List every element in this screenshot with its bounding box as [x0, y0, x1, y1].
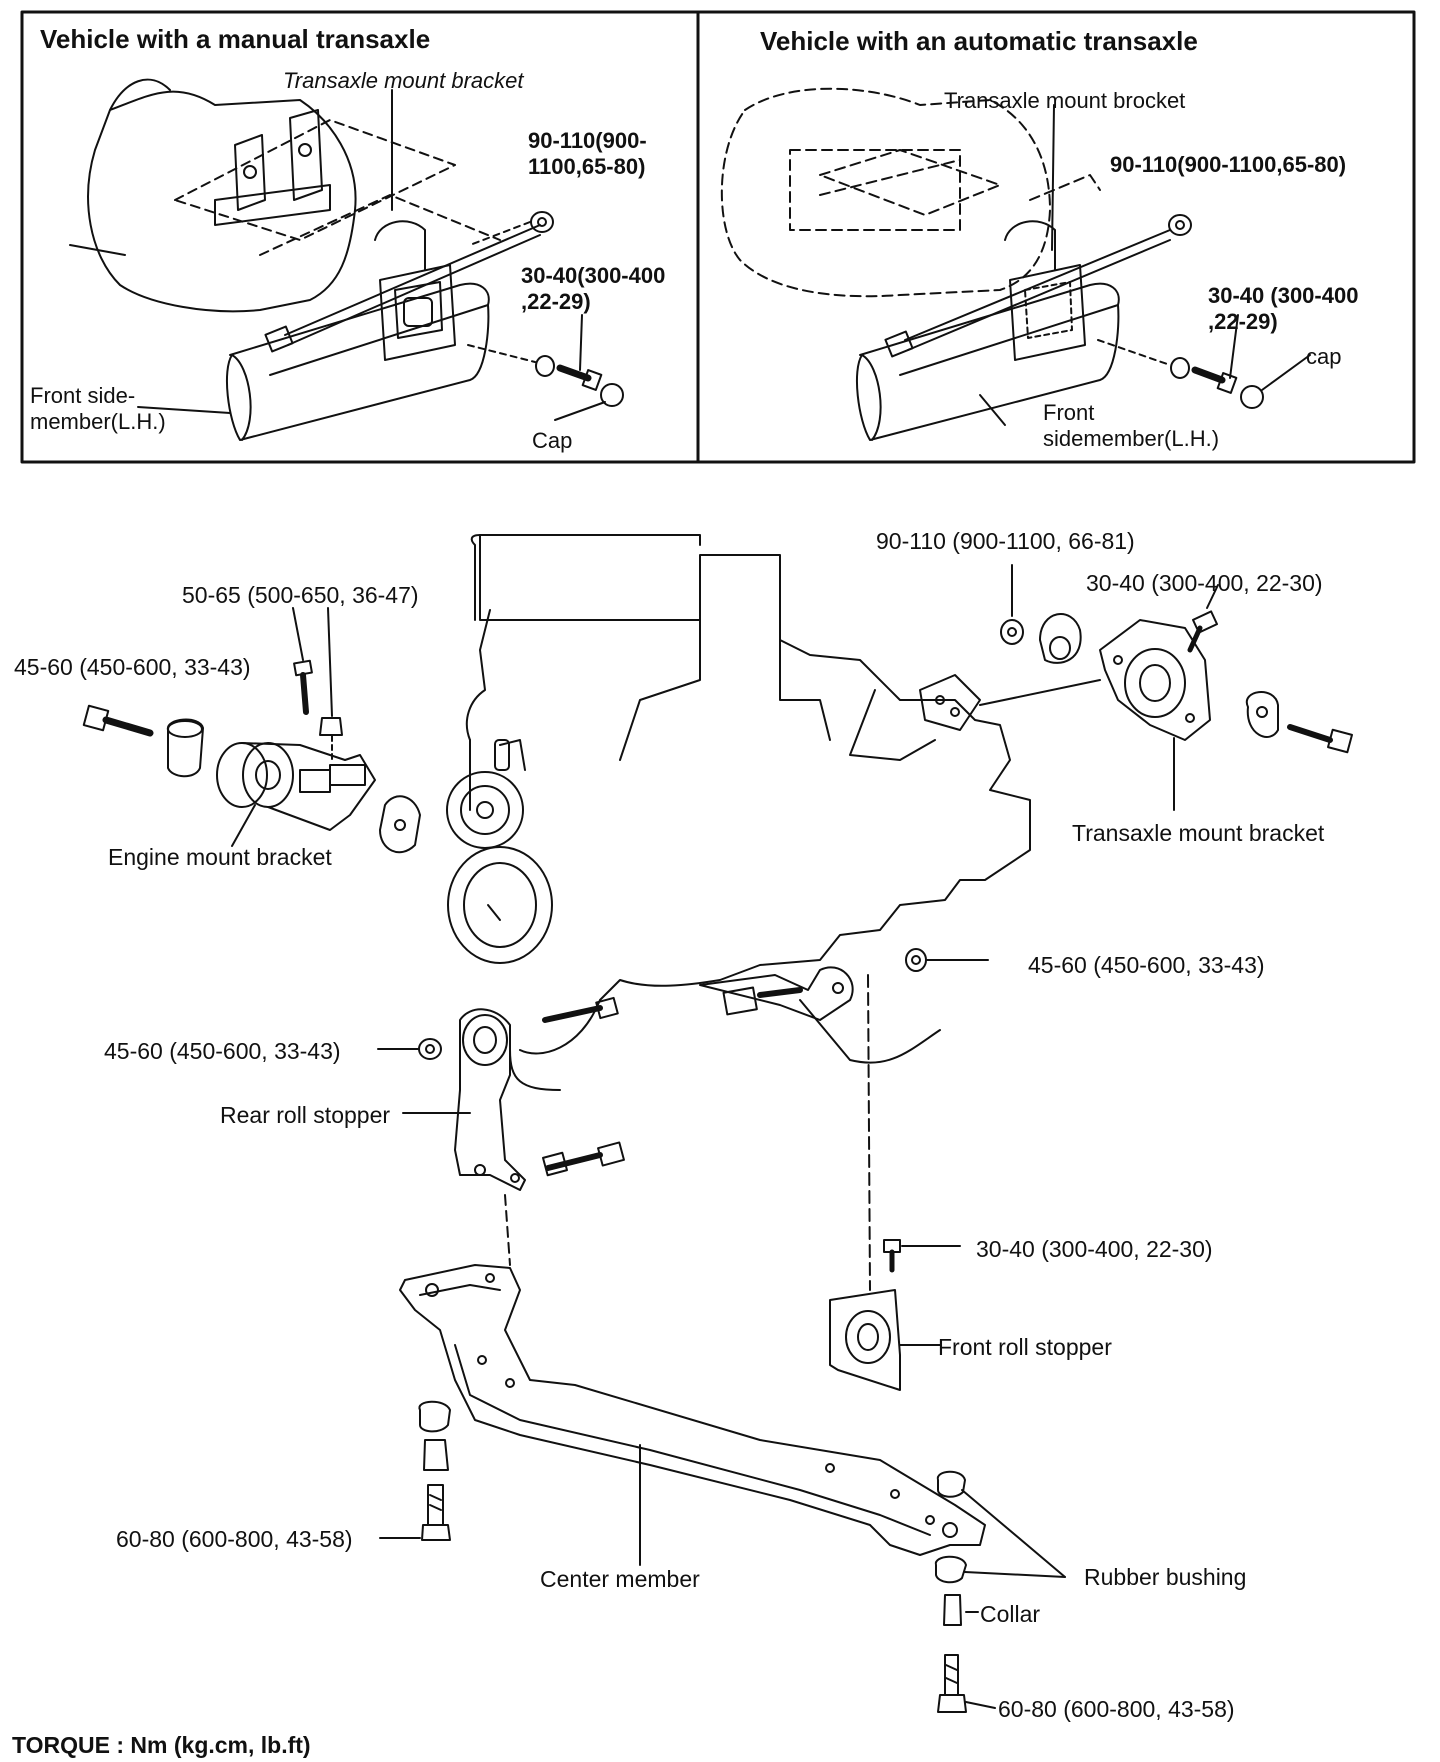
transaxle-mount-bracket-label: Transaxle mount bracket: [1072, 820, 1325, 846]
engine-bolt-torque: 45-60 (450-600, 33-43): [14, 654, 251, 680]
engine-mount-bracket-label: Engine mount bracket: [108, 844, 332, 870]
top-panels-frame: [20, 10, 1416, 464]
transaxle-nut-torque: 90-110 (900-1100, 66-81): [876, 528, 1135, 554]
torque-units-note: TORQUE : Nm (kg.cm, lb.ft): [12, 1732, 311, 1758]
automatic-bolt-torque: 30-40 (300-400 ,22-29): [1208, 283, 1359, 334]
manual-bracket-label: Transaxle mount bracket: [283, 68, 524, 93]
automatic-sidemember-label: Front sidemember(L.H.): [1043, 400, 1220, 451]
manual-bolt-torque: 30-40(300-400 ,22-29): [521, 263, 666, 314]
engine-nut-torque: 50-65 (500-650, 36-47): [182, 582, 419, 608]
automatic-cap-label: cap: [1306, 344, 1342, 369]
rear-nut-torque: 45-60 (450-600, 33-43): [104, 1038, 341, 1064]
rear-roll-stopper-drawing: [377, 996, 625, 1266]
manual-sidemember-label: Front side- member(L.H.): [30, 383, 166, 434]
automatic-bracket-label: Transaxle mount brocket: [944, 88, 1186, 113]
collar-label: Collar: [980, 1601, 1041, 1627]
engine-mount-assembly: [82, 607, 421, 854]
manual-nut-torque: 90-110(900- 1100,65-80): [528, 128, 647, 179]
center-member-drawing: [379, 1264, 1066, 1713]
center-right-bolt-torque: 60-80 (600-800, 43-58): [998, 1696, 1235, 1722]
front-roll-stopper-label: Front roll stopper: [938, 1334, 1112, 1360]
transaxle-mount-assembly: [919, 564, 1353, 811]
manual-transaxle-drawing: [69, 78, 624, 441]
center-left-bolt-torque: 60-80 (600-800, 43-58): [116, 1526, 353, 1552]
rubber-bushing-label: Rubber bushing: [1084, 1564, 1247, 1590]
front-roll-bolt-torque: 30-40 (300-400, 22-30): [976, 1236, 1213, 1262]
front-roll-hardware: [699, 948, 989, 1391]
transaxle-bolt-torque: 30-40 (300-400, 22-30): [1086, 570, 1323, 596]
center-member-label: Center member: [540, 1566, 700, 1592]
automatic-transaxle-parts: [856, 104, 1311, 441]
automatic-panel-title: Vehicle with an automatic transaxle: [760, 26, 1198, 56]
automatic-nut-torque: 90-110(900-1100,65-80): [1110, 152, 1347, 177]
manual-cap-label: Cap: [532, 428, 573, 453]
rear-roll-stopper-label: Rear roll stopper: [220, 1102, 391, 1128]
automatic-transaxle-drawing: [720, 87, 1101, 298]
manual-panel-title: Vehicle with a manual transaxle: [40, 24, 431, 54]
engine-outline: [446, 534, 1031, 1091]
front-nut-torque: 45-60 (450-600, 33-43): [1028, 952, 1265, 978]
